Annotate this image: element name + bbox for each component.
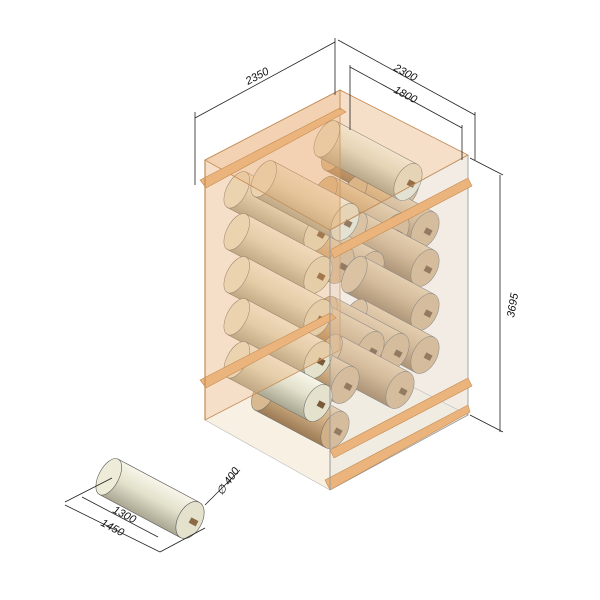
dim-1800: 1800 [392,84,420,106]
top-panel [204,89,469,231]
roll [341,255,440,331]
dim-3695: 3695 [505,291,521,318]
dim-diameter: ∅ 400 [215,465,243,498]
dim-2300: 2300 [391,62,420,85]
single-roll-detail: 1300 1450 ∅ 400 [64,458,243,553]
roll [223,213,333,294]
crate-frame [199,89,473,491]
dim-2350: 2350 [243,65,272,88]
dimensions: 2350 2300 1800 3695 [194,38,521,433]
